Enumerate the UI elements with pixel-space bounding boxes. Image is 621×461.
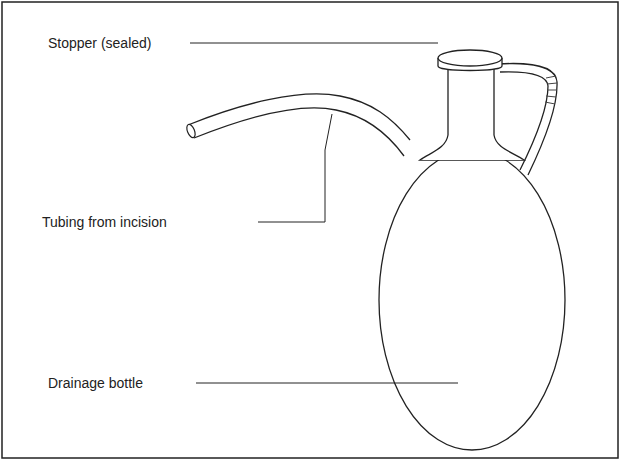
handle-grip — [545, 76, 557, 104]
stopper — [438, 50, 502, 66]
part-label: Tubing from incision — [40, 214, 169, 230]
leader-line — [258, 114, 332, 222]
leader-line — [196, 383, 458, 384]
part-label: Drainage bottle — [46, 375, 145, 391]
leader-line — [190, 43, 438, 44]
bottle-neck — [420, 68, 524, 160]
tube — [188, 94, 410, 140]
bottle-body — [379, 150, 565, 450]
part-label: Stopper (sealed) — [46, 35, 154, 51]
tube-opening — [185, 123, 197, 139]
tube — [194, 108, 404, 156]
